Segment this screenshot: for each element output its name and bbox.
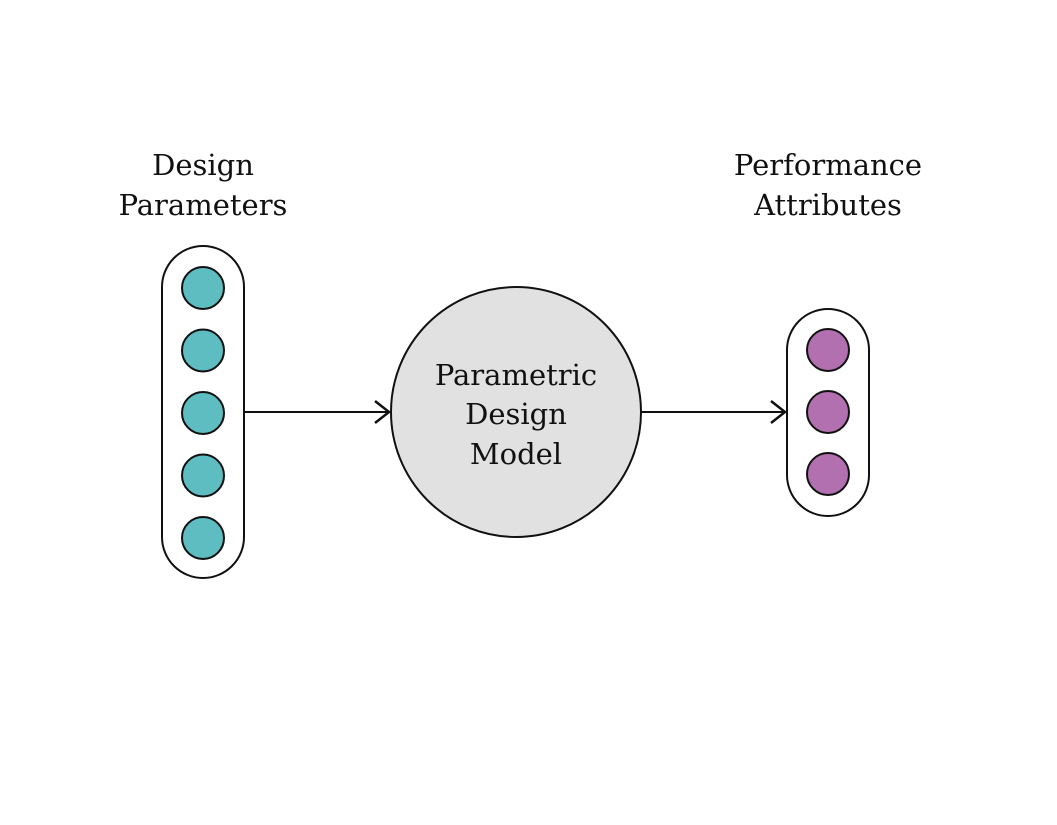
model-label-line-3: Model bbox=[470, 437, 562, 471]
input-parameter-node-4 bbox=[181, 453, 225, 498]
arrowhead-input-to-model bbox=[374, 400, 392, 424]
input-label-line-2: Parameters bbox=[119, 188, 288, 222]
output-label-line-2: Attributes bbox=[753, 188, 902, 222]
input-label-line-1: Design bbox=[152, 148, 254, 182]
model-label-line-1: Parametric bbox=[435, 358, 597, 392]
input-parameter-node-1 bbox=[181, 266, 225, 310]
output-attribute-node-3 bbox=[806, 452, 850, 496]
arrowhead-model-to-output bbox=[770, 400, 788, 424]
output-attribute-node-2 bbox=[806, 390, 850, 434]
input-parameter-nodes bbox=[181, 266, 225, 560]
model-label-line-2: Design bbox=[465, 397, 567, 431]
input-parameter-node-3 bbox=[181, 391, 225, 435]
output-label-line-1: Performance bbox=[734, 148, 922, 182]
input-parameter-node-5 bbox=[181, 516, 225, 560]
input-parameter-node-2 bbox=[181, 328, 225, 373]
output-attribute-node-1 bbox=[806, 328, 850, 372]
output-attribute-nodes bbox=[806, 328, 850, 496]
